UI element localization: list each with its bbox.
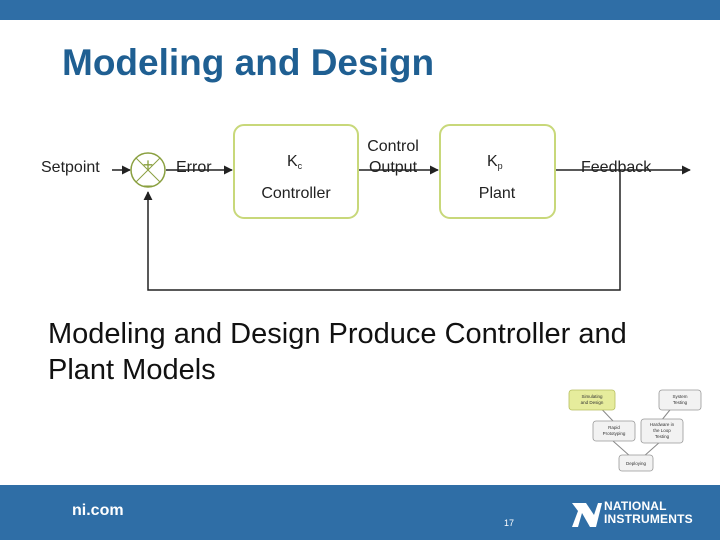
thumb-connector — [642, 440, 662, 458]
control-output-label-line2: Output — [369, 159, 418, 176]
slide-title: Modeling and Design — [62, 42, 435, 83]
footer-bar — [0, 485, 720, 540]
thumb-node-deploying — [618, 454, 654, 472]
national-instruments-logo — [572, 503, 602, 527]
thumb-node-system-testing — [658, 389, 702, 411]
setpoint-label: Setpoint — [41, 159, 100, 176]
top-bar — [0, 0, 720, 20]
controller-label: Controller — [261, 185, 331, 202]
thumb-node-hil-testing — [640, 418, 684, 444]
thumb-connector — [612, 440, 632, 458]
plant-gain: Kp — [487, 153, 503, 171]
ni-logo-text: NATIONAL INSTRUMENTS — [604, 500, 693, 526]
plus-sign: + — [143, 155, 154, 175]
slide-body-text: Modeling and Design Produce Controller a… — [48, 318, 627, 386]
controller-gain: Kc — [287, 153, 303, 171]
ni-logo-line2: INSTRUMENTS — [604, 512, 693, 526]
ni-eagle-icon — [572, 503, 602, 527]
ni-com-link[interactable]: ni.com — [72, 502, 124, 519]
minus-sign: − — [143, 176, 154, 196]
page-number: 17 — [504, 518, 515, 528]
plant-block — [439, 124, 556, 219]
summing-junction-cross-b — [135, 157, 161, 183]
thumb-node-rapid-prototyping — [592, 420, 636, 442]
controller-block — [233, 124, 359, 219]
ni-logo-line1: NATIONAL — [604, 499, 667, 513]
feedback-label: Feedback — [581, 159, 652, 176]
feedback-loop-line — [143, 170, 621, 291]
thumb-node-simulating — [568, 389, 616, 411]
plant-label: Plant — [479, 185, 516, 202]
error-label: Error — [176, 159, 212, 176]
thumb-node-deploying-text: Deploying — [626, 461, 647, 466]
control-output-label-line1: Control — [367, 138, 419, 155]
